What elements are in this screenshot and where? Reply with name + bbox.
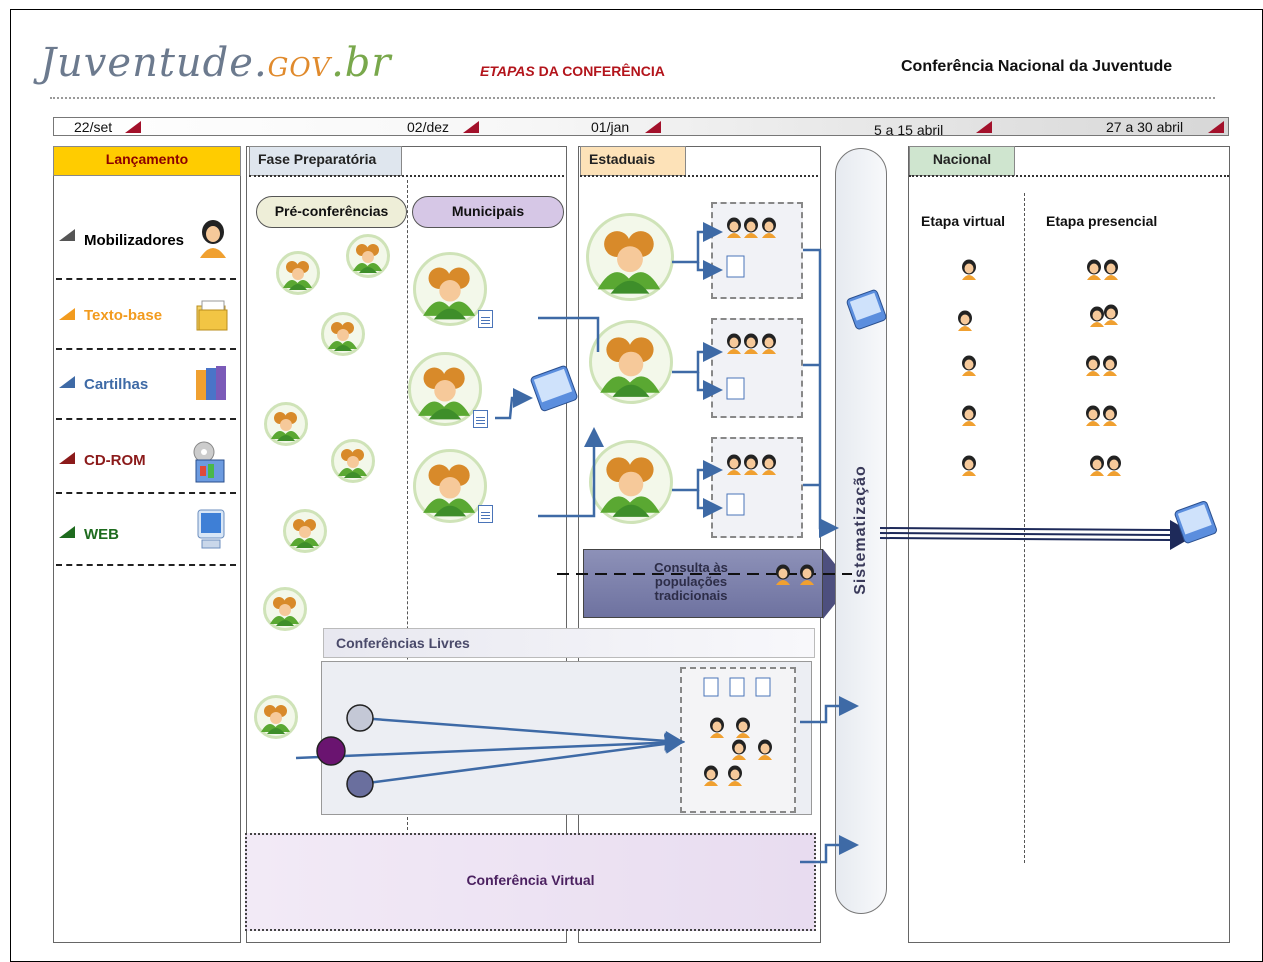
delegation-box bbox=[711, 202, 803, 299]
timeline-date: 02/dez bbox=[407, 119, 450, 135]
timeline-date: 01/jan bbox=[591, 119, 630, 135]
separator bbox=[56, 418, 236, 420]
conferencia-virtual-panel bbox=[245, 833, 816, 931]
document-icon bbox=[478, 505, 493, 523]
timeline-date: 22/set bbox=[74, 119, 113, 135]
cd-rom-icon bbox=[190, 440, 230, 491]
group-icon bbox=[589, 320, 673, 404]
page-title: ETAPAS DA CONFERÊNCIA bbox=[480, 63, 665, 79]
folder-icon bbox=[194, 298, 230, 339]
sidebar-item-cd-rom: CD-ROM bbox=[84, 452, 146, 469]
group-icon bbox=[413, 252, 487, 326]
delegation-box bbox=[711, 437, 803, 538]
municipais-label: Municipais bbox=[412, 196, 564, 228]
sidebar-item-texto-base: Texto-base bbox=[84, 307, 163, 324]
nacional-header: Nacional bbox=[909, 146, 1015, 176]
group-icon bbox=[589, 440, 673, 524]
lancamento-header: Lançamento bbox=[53, 146, 241, 176]
divider-line bbox=[407, 180, 408, 830]
delegation-box bbox=[711, 318, 803, 418]
fase-preparatoria-header: Fase Preparatória bbox=[249, 146, 402, 176]
conference-title: Conferência Nacional da Juventude bbox=[901, 58, 1173, 75]
timeline-date: 5 a 15 abril bbox=[874, 122, 944, 138]
group-icon bbox=[321, 312, 365, 356]
group-icon bbox=[586, 213, 674, 301]
header-underline bbox=[580, 175, 818, 177]
bullet-icon bbox=[59, 376, 75, 388]
timeline-marker-icon bbox=[125, 121, 141, 133]
binders-icon bbox=[194, 364, 230, 407]
timeline-marker-icon bbox=[976, 121, 992, 133]
separator bbox=[56, 564, 236, 566]
separator bbox=[56, 348, 236, 350]
group-icon bbox=[254, 695, 298, 739]
sidebar-item-web: WEB bbox=[84, 526, 119, 543]
conferencias-livres-header: Conferências Livres bbox=[323, 628, 815, 658]
group-icon bbox=[263, 587, 307, 631]
etapa-virtual-label: Etapa virtual bbox=[921, 213, 1006, 229]
document-icon bbox=[478, 310, 493, 328]
logo: Juventude.GOV.br bbox=[40, 40, 392, 86]
header-underline bbox=[249, 175, 564, 177]
bullet-icon bbox=[59, 308, 75, 320]
group-icon bbox=[408, 352, 482, 426]
timeline-bar bbox=[53, 117, 1229, 136]
separator bbox=[56, 492, 236, 494]
timeline-date: 27 a 30 abril bbox=[1106, 119, 1184, 135]
group-icon bbox=[413, 449, 487, 523]
header-divider bbox=[50, 97, 1215, 99]
sistematizacao-bar bbox=[835, 148, 887, 914]
conferencia-virtual-label: Conferência Virtual bbox=[466, 872, 595, 888]
group-icon bbox=[283, 509, 327, 553]
bullet-icon bbox=[59, 526, 75, 538]
estaduais-header: Estaduais bbox=[580, 146, 686, 176]
group-icon bbox=[276, 251, 320, 295]
group-icon bbox=[346, 234, 390, 278]
timeline-marker-icon bbox=[645, 121, 661, 133]
bullet-icon bbox=[59, 452, 75, 464]
group-icon bbox=[264, 402, 308, 446]
bullet-icon bbox=[59, 229, 75, 241]
etapa-presencial-label: Etapa presencial bbox=[1046, 213, 1158, 229]
group-icon bbox=[331, 439, 375, 483]
computer-icon bbox=[192, 508, 232, 559]
timeline-marker-icon bbox=[1208, 121, 1224, 133]
person-icon bbox=[197, 218, 229, 265]
separator bbox=[56, 278, 236, 280]
header-underline bbox=[909, 175, 1229, 177]
pre-conferencias-label: Pré-conferências bbox=[256, 196, 407, 228]
sidebar-item-mobilizadores: Mobilizadores bbox=[84, 232, 185, 249]
document-icon bbox=[473, 410, 488, 428]
timeline-marker-icon bbox=[463, 121, 479, 133]
sidebar-item-cartilhas: Cartilhas bbox=[84, 376, 149, 393]
